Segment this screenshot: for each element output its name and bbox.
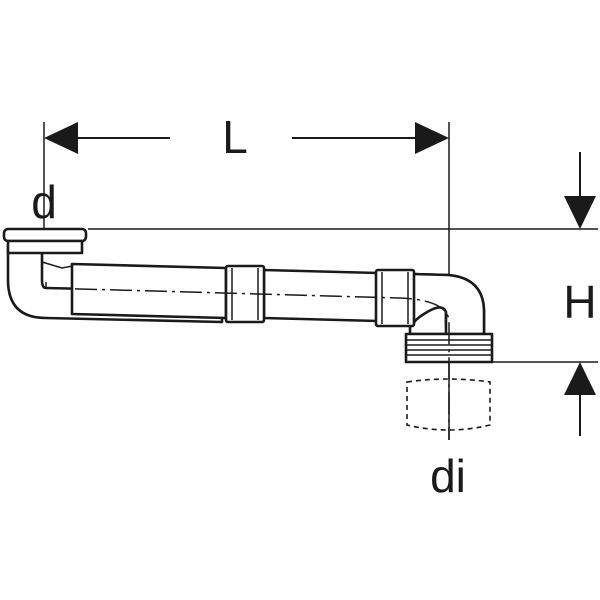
socket-rim — [2, 227, 88, 243]
label-length: L — [222, 111, 248, 163]
dimension-length: L — [43, 111, 450, 440]
label-outer-diameter: d — [31, 176, 57, 228]
arrow-up-icon — [564, 362, 596, 395]
arrow-down-icon — [564, 196, 596, 229]
label-inner-diameter: di — [430, 450, 466, 502]
arrow-right-icon — [415, 122, 449, 154]
dimension-height: H — [88, 152, 598, 436]
pipe-body — [2, 227, 494, 364]
label-height: H — [563, 276, 596, 328]
hidden-socket-outline — [406, 378, 491, 431]
socket-collar — [6, 239, 84, 255]
center-line — [45, 282, 450, 440]
arrow-left-icon — [44, 122, 78, 154]
